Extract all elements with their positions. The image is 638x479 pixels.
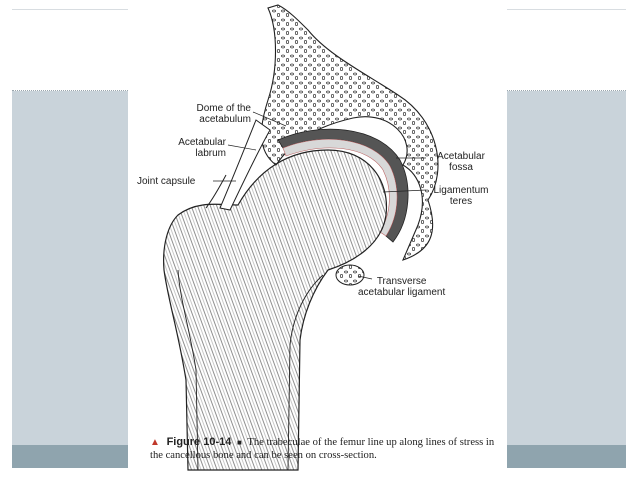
caption-figure-number: Figure 10-14 — [167, 436, 232, 448]
caption-separator: ■ — [237, 438, 242, 447]
label-labrum: Acetabular labrum — [140, 137, 226, 159]
label-teres: Ligamentum teres — [421, 185, 501, 207]
label-dome-text: Dome of the acetabulum — [163, 103, 251, 125]
label-fossa-text: Acetabular fossa — [421, 151, 501, 173]
label-capsule: Joint capsule — [137, 176, 195, 187]
label-transverse-text: Transverse acetabular ligament — [358, 276, 445, 298]
figure-caption: ▲ Figure 10-14 ■ The trabeculae of the f… — [150, 436, 500, 462]
label-dome: Dome of the acetabulum — [163, 103, 251, 125]
label-transverse: Transverse acetabular ligament — [358, 276, 445, 298]
right-footer-band — [507, 445, 626, 468]
left-accent-band — [12, 91, 128, 445]
label-labrum-text: Acetabular labrum — [140, 137, 226, 159]
hip-joint-illustration — [128, 0, 507, 479]
caption-triangle-icon: ▲ — [150, 437, 160, 448]
label-teres-text: Ligamentum teres — [421, 185, 501, 207]
label-fossa: Acetabular fossa — [421, 151, 501, 173]
left-footer-band — [12, 445, 128, 468]
right-accent-band — [507, 91, 626, 445]
femur-hip-figure: Dome of the acetabulum Acetabular labrum… — [128, 0, 507, 479]
